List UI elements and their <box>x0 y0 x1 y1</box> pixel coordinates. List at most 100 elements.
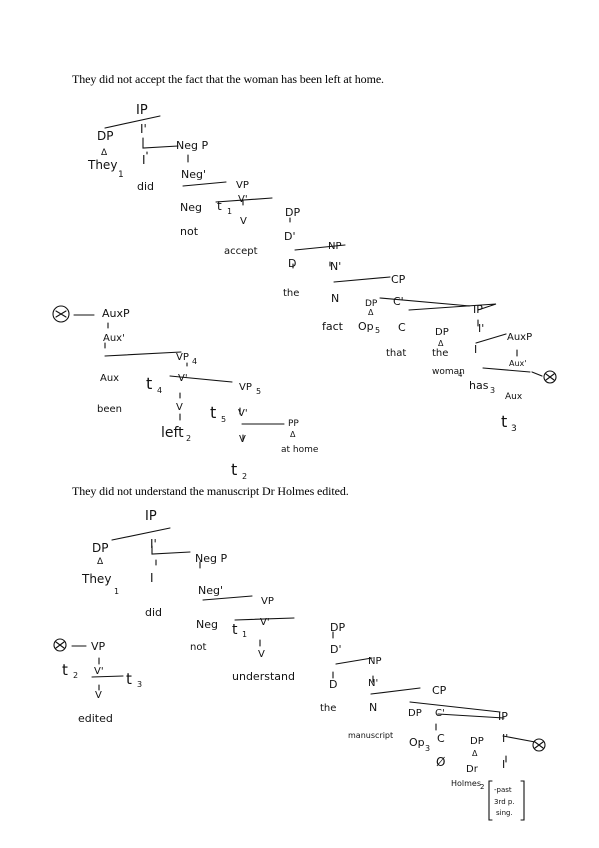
tree-2-label: D' <box>330 643 342 656</box>
tree-1-branches <box>104 115 531 442</box>
tree-2-label: Neg <box>196 618 218 631</box>
tree-2-label: DP <box>408 708 422 719</box>
tree-1-label: t <box>231 460 237 479</box>
tree-1-label: PP <box>288 419 299 429</box>
tree-1-label: fact <box>322 320 344 333</box>
tree-2-label: IP <box>498 710 508 723</box>
tree-2-label: Dr <box>466 764 479 775</box>
tree-2-label: CP <box>432 684 447 697</box>
tree-2-label: 2 <box>73 671 78 680</box>
tree-2-label: manuscript <box>348 731 393 740</box>
tree-1-label: 4 <box>458 371 463 379</box>
tree-1-label: VP <box>236 180 249 191</box>
tree-1-label: at home <box>281 445 319 455</box>
circled-mark-icon <box>545 373 555 381</box>
tree-2-label: t <box>62 661 68 679</box>
tree-1-label: DP <box>285 206 300 219</box>
tree-2-branches <box>91 527 536 763</box>
sentence-1: They did not accept the fact that the wo… <box>72 72 384 86</box>
tree-1-label: t <box>210 403 216 422</box>
tree-2-label: 1 <box>242 630 247 639</box>
tree-1-label: AuxP <box>507 332 532 343</box>
tree-1-label: Δ <box>290 430 296 439</box>
tree-1-label: left <box>161 425 184 441</box>
tree-1-label: 5 <box>256 387 261 396</box>
feature-bracket <box>488 780 525 821</box>
tree-1-label: 1 <box>118 170 124 180</box>
tree-1-label: Δ <box>101 148 108 158</box>
tree-1-label: D' <box>284 230 296 243</box>
circled-mark-icon <box>532 738 546 752</box>
tree-2-label: 3rd p. <box>494 798 515 806</box>
tree-1-label: the <box>432 348 448 359</box>
tree-2-label: V' <box>260 617 270 628</box>
tree-2-label: VP <box>91 640 106 653</box>
circled-mark-icon <box>55 310 67 318</box>
tree-2-label: Holmes <box>451 779 481 788</box>
tree-2-label: C' <box>435 708 445 719</box>
tree-2-label: N' <box>368 678 378 689</box>
tree-1-label: Neg P <box>176 139 208 152</box>
tree-1-label: 5 <box>221 415 226 424</box>
tree-1-label: D <box>288 257 296 270</box>
tree-1-label: been <box>97 404 122 415</box>
tree-2-label: 3 <box>425 744 430 753</box>
tree-2: IP DP I' Δ They 1 I Neg P Neg' did VP Ne… <box>53 509 546 821</box>
tree-1-label: CP <box>391 273 406 286</box>
tree-2-label: N <box>369 701 377 714</box>
tree-1-label: N <box>331 292 339 305</box>
tree-2-label: the <box>320 703 336 714</box>
circled-mark-icon <box>543 370 557 384</box>
tree-1-label: Aux <box>100 373 119 384</box>
tree-1-label: has <box>469 379 489 392</box>
tree-1-label: I <box>474 343 477 356</box>
tree-2-label: DP <box>470 736 484 747</box>
tree-2-label: I' <box>150 537 157 551</box>
tree-1-label: Neg <box>180 201 202 214</box>
tree-1-label: woman <box>432 367 465 377</box>
tree-2-label: V <box>258 649 265 660</box>
tree-1-label: 3 <box>490 386 495 395</box>
tree-2-label: 1 <box>114 587 119 596</box>
tree-1-label: V <box>240 216 247 227</box>
tree-1-label: t <box>146 374 152 393</box>
tree-1-label: did <box>137 180 154 193</box>
tree-1-label: not <box>180 225 199 238</box>
tree-1-label: V <box>239 434 246 445</box>
tree-1-label: Aux' <box>103 333 125 344</box>
tree-2-label: edited <box>78 712 113 725</box>
tree-1-label: Δ <box>438 339 444 348</box>
tree-1-label: DP <box>97 129 113 143</box>
circled-mark-icon <box>53 638 67 652</box>
tree-2-label: not <box>190 642 206 653</box>
tree-2-label: Ø <box>436 755 445 769</box>
tree-2-label: Neg' <box>198 584 223 597</box>
circled-mark-icon <box>55 641 65 649</box>
tree-2-label: Δ <box>97 557 104 567</box>
tree-1-label: 4 <box>157 386 162 395</box>
tree-2-label: IP <box>145 509 157 524</box>
tree-2-label: DP <box>92 541 108 555</box>
tree-1-label: accept <box>224 246 258 257</box>
tree-1-label: V <box>176 402 183 413</box>
tree-1-label: Op <box>358 320 374 333</box>
tree-2-label: t <box>232 622 238 638</box>
tree-1-label: DP <box>365 299 378 309</box>
tree-1-label: I <box>142 153 146 167</box>
tree-2-label: NP <box>368 656 382 667</box>
tree-1-label: They <box>87 158 117 172</box>
tree-2-label: Op <box>409 736 425 749</box>
tree-1-label: V' <box>178 373 188 384</box>
tree-2-label: VP <box>261 596 274 607</box>
tree-2-label: I <box>502 758 505 771</box>
tree-1-label: 3 <box>511 424 517 434</box>
tree-1-label: 2 <box>186 434 191 443</box>
tree-2-label: 2 <box>480 783 484 791</box>
tree-1-label: Aux' <box>509 359 526 368</box>
tree-1-label: that <box>386 348 406 359</box>
tree-1-label: V' <box>238 194 248 205</box>
tree-1-label: NP <box>328 241 342 252</box>
tree-1-label: Aux <box>505 392 523 402</box>
tree-2-label: V <box>95 690 102 701</box>
